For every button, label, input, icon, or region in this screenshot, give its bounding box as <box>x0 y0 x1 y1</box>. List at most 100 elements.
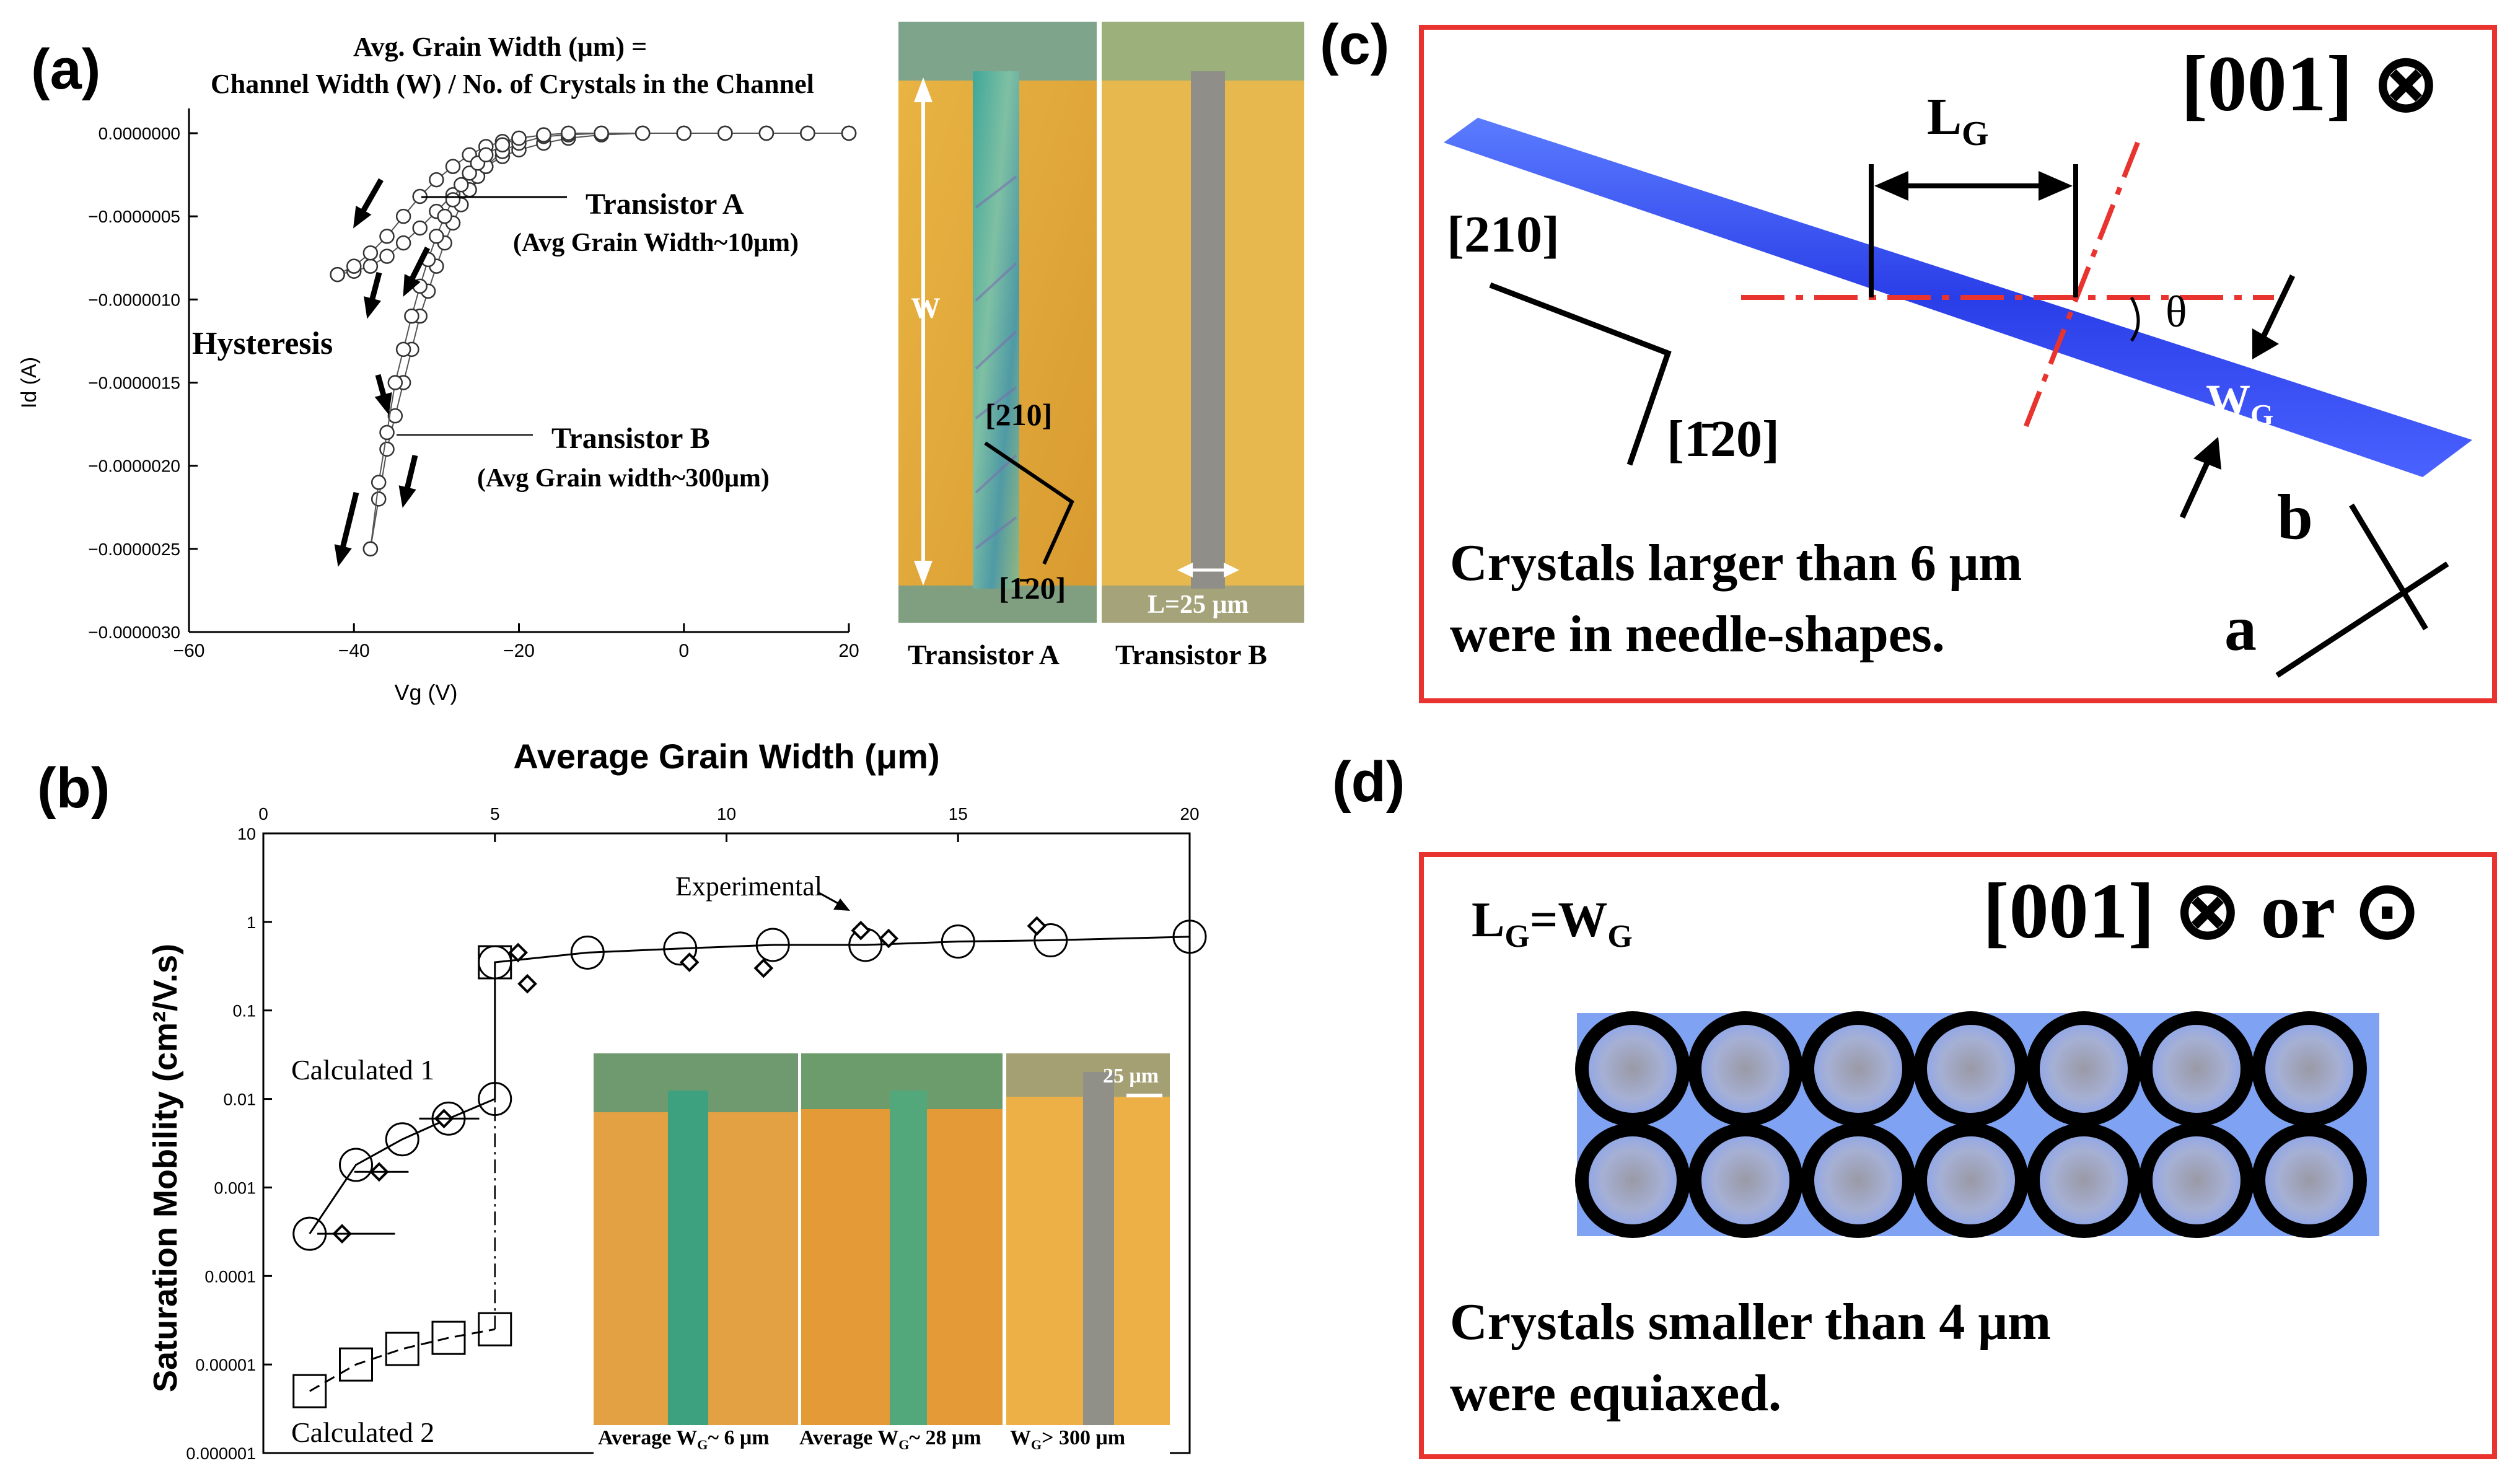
equiaxed-grain <box>1913 1123 2029 1238</box>
data-point <box>395 208 411 224</box>
calc2-point <box>292 1374 327 1408</box>
calc1-point <box>570 935 605 970</box>
x-tick-label: 5 <box>490 804 500 823</box>
panel-d-eq-text: =W <box>1529 893 1608 947</box>
y-tick-label: 0.01 <box>223 1091 256 1109</box>
experimental-pointer-head <box>833 898 850 911</box>
panel-c-wg: WG <box>2206 375 2273 432</box>
panel-label-b: (b) <box>37 757 110 820</box>
data-point <box>462 165 477 181</box>
data-point <box>362 258 379 274</box>
calc1-line <box>309 936 1190 1234</box>
y-tick-label: 0.000001 <box>186 1444 256 1463</box>
calc1-point <box>385 1122 419 1157</box>
data-point <box>800 125 815 141</box>
data-point <box>379 229 395 244</box>
micro-len: L=25 μm <box>1148 591 1249 619</box>
panel-d-text1: Crystals smaller than 4 μm <box>1450 1293 2052 1351</box>
transistor-b-title: Transistor B <box>551 422 710 455</box>
equiaxed-grain <box>1801 1011 1916 1126</box>
inset-cap1-sub: G <box>697 1436 708 1452</box>
data-point <box>718 125 733 141</box>
hysteresis-arrowhead <box>334 544 352 567</box>
panel-c-theta: θ <box>2166 287 2187 336</box>
x-tick-label: 15 <box>949 804 968 823</box>
x-tick-label: −40 <box>338 641 370 661</box>
calc1-label: Calculated 1 <box>291 1054 435 1086</box>
panel-d-wg-sub: G <box>1607 919 1633 954</box>
equiaxed-grain <box>1688 1011 1803 1126</box>
calc2-point <box>478 1312 512 1346</box>
experimental-point <box>508 942 528 963</box>
calc1-point <box>941 924 975 959</box>
data-point <box>371 491 387 507</box>
hysteresis-arrowhead <box>353 206 372 229</box>
x-axis-label: Vg (V) <box>394 680 457 705</box>
inset-cap3-val: > 300 μm <box>1042 1426 1126 1449</box>
data-point <box>445 192 461 208</box>
micrograph-a <box>898 22 1304 623</box>
inset-caption-3: WG> 300 μm <box>1010 1426 1125 1453</box>
panel-d-lgwg: LG=WG <box>1472 892 1633 955</box>
data-point <box>362 541 379 557</box>
inset-scale-label: 25 μm <box>1103 1065 1159 1087</box>
data-point <box>387 375 403 390</box>
x-tick-label: −20 <box>503 641 535 661</box>
equiaxed-grain <box>1913 1011 2029 1126</box>
data-point <box>404 308 419 324</box>
experimental-point <box>679 952 700 972</box>
data-point <box>429 172 444 188</box>
calc2-line <box>309 1328 496 1392</box>
y-tick-label: 0.0000000 <box>99 124 180 143</box>
y-tick-label: −0.0000015 <box>88 374 180 393</box>
equiaxed-grain <box>2139 1123 2254 1238</box>
experimental-point <box>851 920 871 941</box>
data-point <box>536 127 551 143</box>
data-point <box>371 475 387 490</box>
x-tick-label: 0 <box>678 641 689 661</box>
calc1-point <box>1172 920 1207 954</box>
panel-d-zone: [001] ⊗ or ⊙ <box>1983 867 2421 955</box>
transistor-b-sub: (Avg Grain width~300μm) <box>477 464 770 493</box>
experimental-point <box>517 973 537 994</box>
formula-line2: Channel Width (W) / No. of Crystals in t… <box>211 69 814 99</box>
micro-dir2: [1̄20] <box>999 571 1066 605</box>
y-tick-label: 1 <box>247 913 256 932</box>
equiaxed-grain <box>2026 1011 2141 1126</box>
calc2-point <box>385 1332 419 1366</box>
calc1-point <box>663 931 698 966</box>
inset-cap2-sub: G <box>898 1436 910 1452</box>
x-tick-label: 0 <box>258 804 268 823</box>
y-tick-label: −0.0000010 <box>88 290 180 309</box>
y-tick-label: 0.1 <box>232 1002 256 1021</box>
data-point <box>478 147 494 163</box>
inset-cap3-text: W <box>1010 1426 1031 1449</box>
data-point <box>395 341 411 358</box>
hysteresis-arrowhead <box>398 485 416 508</box>
micro-w-label: W <box>911 292 941 325</box>
panel-d-drawing <box>1575 1011 2379 1238</box>
chart-a: 0.0000000−0.0000005−0.0000010−0.0000015−… <box>17 108 859 705</box>
panel-c-dir120: [1̄20] <box>1667 410 1780 468</box>
data-point <box>429 229 444 244</box>
data-point <box>841 125 857 141</box>
y-tick-label: −0.0000020 <box>88 457 180 476</box>
inset-cap2-text: Average W <box>799 1426 899 1449</box>
panel-c-lg-text: L <box>1927 88 1962 146</box>
y-axis-label: Saturation Mobility (cm²/V.s) <box>147 944 184 1392</box>
equiaxed-grain <box>1575 1123 1690 1238</box>
inset-caption-1: Average WG~ 6 μm <box>598 1426 770 1453</box>
y-tick-label: 10 <box>237 825 256 843</box>
calc1-point <box>339 1148 373 1182</box>
data-point <box>511 130 527 146</box>
panel-label-c: (c) <box>1320 13 1390 76</box>
equiaxed-grain <box>2139 1011 2254 1126</box>
panel-d-box <box>1419 852 2497 1459</box>
y-axis-label: Id (A) <box>17 357 41 408</box>
calc1-point <box>755 928 790 962</box>
experimental-label: Experimental <box>675 871 823 902</box>
data-point <box>330 266 345 283</box>
inset-cap1-text: Average W <box>598 1426 698 1449</box>
formula-line1: Avg. Grain Width (μm) = <box>353 32 647 62</box>
